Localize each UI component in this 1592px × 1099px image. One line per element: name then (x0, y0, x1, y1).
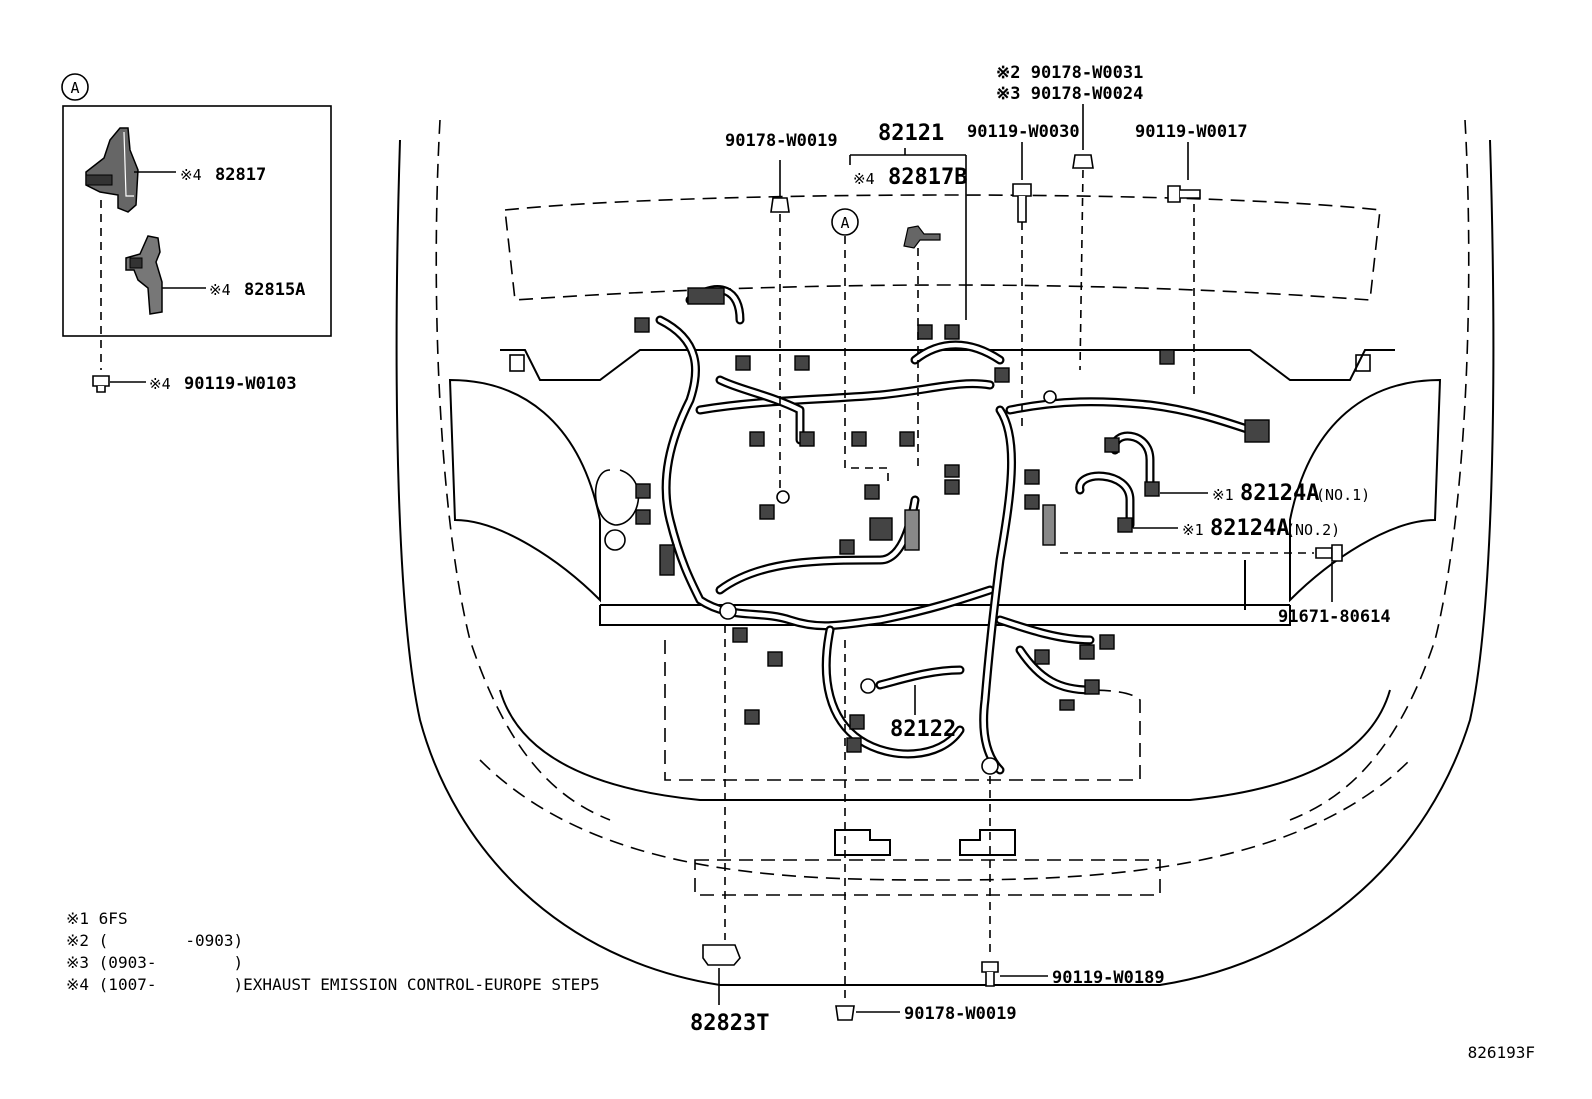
main-marker-circle (831, 208, 859, 236)
label-82124a-no1-tag: (NO.1) (1316, 486, 1370, 504)
detail-view-a: A ※4 82817 ※4 82815A ※4 90119-W0103 (61, 73, 332, 394)
label-82823t: 82823T (690, 1011, 769, 1036)
detail-frame (62, 105, 332, 337)
note-4: ※4 (1007- )EXHAUST EMISSION CONTROL-EURO… (66, 975, 600, 994)
footnotes: ※1 6FS ※2 ( -0903) ※3 (0903- ) ※4 (1007-… (66, 909, 600, 994)
label-82124a-no2: 82124A (1210, 516, 1289, 541)
clip-90178-w0019-bottom-icon (835, 1005, 855, 1021)
label-90178-w0024: ※3 90178-W0024 (996, 84, 1143, 104)
leader-marker-a (844, 236, 889, 485)
label-91671-80614: 91671-80614 (1278, 607, 1391, 627)
bolt-91671-80614-icon (1315, 544, 1343, 562)
label-82124a-no1-prefix: ※1 (1212, 486, 1234, 504)
clamp-82823t-icon (702, 944, 741, 966)
bracket-82817b-icon (903, 225, 941, 249)
label-82122: 82122 (890, 717, 956, 742)
main-view-callouts: 90178-W0019 82121 ※4 82817B A 90119-W003… (690, 63, 1391, 1036)
figure-id: 826193F (1468, 1043, 1535, 1062)
label-90178-w0019-top: 90178-W0019 (725, 131, 838, 151)
label-90119-w0017: 90119-W0017 (1135, 122, 1248, 142)
detail-marker-label: A (70, 79, 79, 97)
detail-82817-label: 82817 (215, 165, 266, 185)
main-marker-label: A (840, 214, 849, 232)
engine-wire-harness (655, 285, 1255, 775)
note-3: ※3 (0903- ) (66, 953, 243, 972)
label-82121: 82121 (878, 121, 944, 146)
label-82817b: 82817B (888, 165, 967, 190)
screw-90119-w0103-icon (92, 375, 110, 393)
bolt-90119-w0017-icon (1167, 185, 1201, 203)
grommet-90119-w0189-icon (981, 757, 999, 775)
label-90178-w0031: ※2 90178-W0031 (996, 63, 1143, 83)
bolt-90119-w0030-icon (1012, 183, 1032, 223)
bracket-82817-icon (85, 127, 139, 213)
leader-90178-w0031-dash (1079, 169, 1084, 371)
label-82817b-prefix: ※4 (853, 170, 875, 188)
label-90119-w0189: 90119-W0189 (1052, 968, 1165, 988)
label-82124a-no2-prefix: ※1 (1182, 521, 1204, 539)
label-90178-w0019-bottom: 90178-W0019 (904, 1004, 1017, 1024)
label-82124a-no2-tag: (NO.2) (1286, 521, 1340, 539)
nut-90178-w0031-icon (1072, 154, 1094, 169)
note-1: ※1 6FS (66, 909, 128, 928)
label-90119-w0030: 90119-W0030 (967, 122, 1080, 142)
detail-screw-label: 90119-W0103 (184, 374, 297, 394)
clip-90178-w0019-top-icon (770, 197, 790, 213)
detail-82817-prefix: ※4 (180, 166, 202, 184)
bolt-90119-w0189-icon (981, 961, 999, 987)
detail-marker-circle (61, 73, 89, 101)
harness-connectors (634, 287, 1270, 753)
note-2: ※2 ( -0903) (66, 931, 243, 950)
label-82124a-no1: 82124A (1240, 481, 1319, 506)
detail-screw-prefix: ※4 (149, 375, 171, 393)
detail-82815a-prefix: ※4 (209, 281, 231, 299)
detail-82815a-label: 82815A (244, 280, 305, 300)
bracket-82815a-icon (125, 235, 163, 315)
